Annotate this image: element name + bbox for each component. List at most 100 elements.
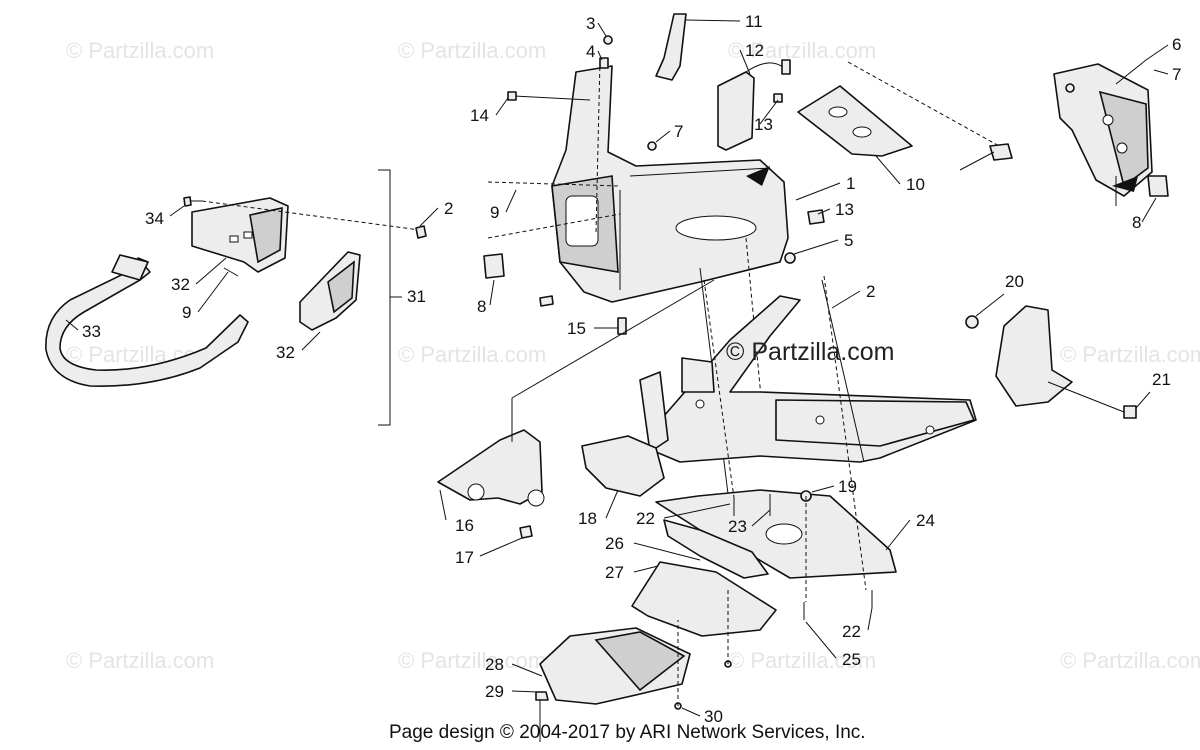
callout-c8b: 8 (1132, 197, 1157, 232)
plate-opening (765, 523, 803, 545)
callout-number: 2 (444, 199, 453, 218)
callout-c22a: 22 (636, 503, 731, 528)
bumper-assembly (45, 169, 427, 426)
dashed-leader (703, 279, 735, 499)
callout-leader (867, 607, 873, 631)
callout-leader (795, 182, 841, 201)
callout-leader (597, 22, 607, 37)
callout-c28: 28 (485, 655, 543, 677)
screw-7 (647, 141, 657, 151)
watermark-main: © Partzilla.com (726, 338, 894, 366)
callout-number: 9 (182, 303, 191, 322)
mount-hole (467, 483, 485, 501)
callout-leader (169, 205, 185, 217)
front-frame-assembly (437, 275, 1137, 742)
dashed-leader (823, 275, 867, 591)
page-footer: Page design © 2004-2017 by ARI Network S… (389, 722, 866, 743)
callout-number: 33 (82, 322, 101, 341)
bracket-gusset (327, 260, 355, 314)
nut-17 (519, 525, 533, 539)
dashed-leader (487, 213, 621, 239)
callout-c30: 30 (681, 707, 723, 726)
bolt-21 (1047, 381, 1125, 413)
callout-number: 25 (842, 650, 861, 669)
leader-line (511, 279, 715, 399)
callout-c22b: 22 (842, 607, 873, 641)
callout-number: 5 (844, 231, 853, 250)
callout-number: 32 (276, 343, 295, 362)
callout-number: 9 (490, 203, 499, 222)
callout-c8a: 8 (477, 279, 495, 316)
bracket-26 (663, 519, 769, 579)
callout-c14: 14 (470, 97, 509, 125)
callout-leader (1153, 69, 1169, 75)
callout-leader (751, 509, 771, 527)
bulkhead-oval-hole (675, 215, 757, 241)
group-bracket (378, 169, 391, 426)
bracket-6-face (1098, 90, 1149, 188)
watermark-text: © Partzilla.com (66, 38, 214, 63)
bolt-34 (183, 196, 192, 207)
callout-layer: 1223456778899101112131314151617181920212… (65, 12, 1181, 726)
callout-number: 2 (866, 282, 875, 301)
callout-c15: 15 (567, 319, 618, 338)
callout-leader (1115, 44, 1169, 85)
callout-number: 32 (171, 275, 190, 294)
callout-c5: 5 (793, 231, 853, 255)
bumper-bar-end (111, 254, 149, 281)
callout-number: 23 (728, 517, 747, 536)
callout-number: 13 (835, 200, 854, 219)
callout-leader (597, 50, 603, 61)
callout-number: 15 (567, 319, 586, 338)
callout-leader (817, 208, 831, 215)
bolt-29-head (535, 691, 549, 701)
callout-leader (495, 97, 509, 116)
callout-number: 31 (407, 287, 426, 306)
bolt-15 (539, 295, 554, 307)
callout-number: 27 (605, 563, 624, 582)
callout-c21: 21 (1135, 370, 1171, 409)
watermark-text: © Partzilla.com (728, 38, 876, 63)
callout-leader (301, 331, 321, 351)
watermark-layer: © Partzilla.com © Partzilla.com © Partzi… (66, 38, 1200, 673)
callout-number: 17 (455, 548, 474, 567)
bracket-slot (243, 231, 253, 239)
plate-hole (852, 126, 872, 138)
callout-leader (489, 279, 495, 306)
callout-c2a: 2 (419, 199, 453, 227)
callout-number: 10 (906, 175, 925, 194)
callout-number: 8 (1132, 213, 1141, 232)
callout-leader (1141, 197, 1157, 223)
callout-leader (195, 257, 227, 285)
callout-c11: 11 (685, 12, 763, 31)
frame-tube-left (639, 371, 669, 453)
watermark-text: © Partzilla.com (398, 648, 546, 673)
callout-c25: 25 (805, 621, 861, 669)
bracket-hole (1116, 142, 1128, 154)
watermark-text: © Partzilla.com (398, 342, 546, 367)
callout-leader (793, 239, 839, 255)
bracket-slot (229, 235, 239, 243)
callout-c9a: 9 (490, 189, 517, 222)
bracket-20 (995, 305, 1073, 407)
watermark-text: © Partzilla.com (398, 38, 546, 63)
harness-wire (745, 62, 785, 73)
callout-leader (505, 189, 517, 213)
plate-assembly (797, 61, 1013, 171)
callout-c19: 19 (811, 477, 857, 496)
callout-c4: 4 (586, 42, 603, 61)
callout-leader (739, 49, 751, 75)
callout-c10: 10 (875, 155, 925, 194)
callout-leader (197, 271, 229, 313)
callout-c31: 31 (407, 287, 426, 306)
watermark-text: © Partzilla.com (728, 648, 876, 673)
cable-clip (989, 143, 1013, 161)
callout-leader (605, 489, 619, 519)
callout-leader (759, 99, 779, 125)
watermark-text: © Partzilla.com (66, 648, 214, 673)
callout-leader (65, 319, 79, 331)
bulkhead-opening (565, 195, 599, 247)
callout-number: 29 (485, 682, 504, 701)
nut-7 (1065, 83, 1075, 93)
callout-c34: 34 (145, 205, 185, 228)
